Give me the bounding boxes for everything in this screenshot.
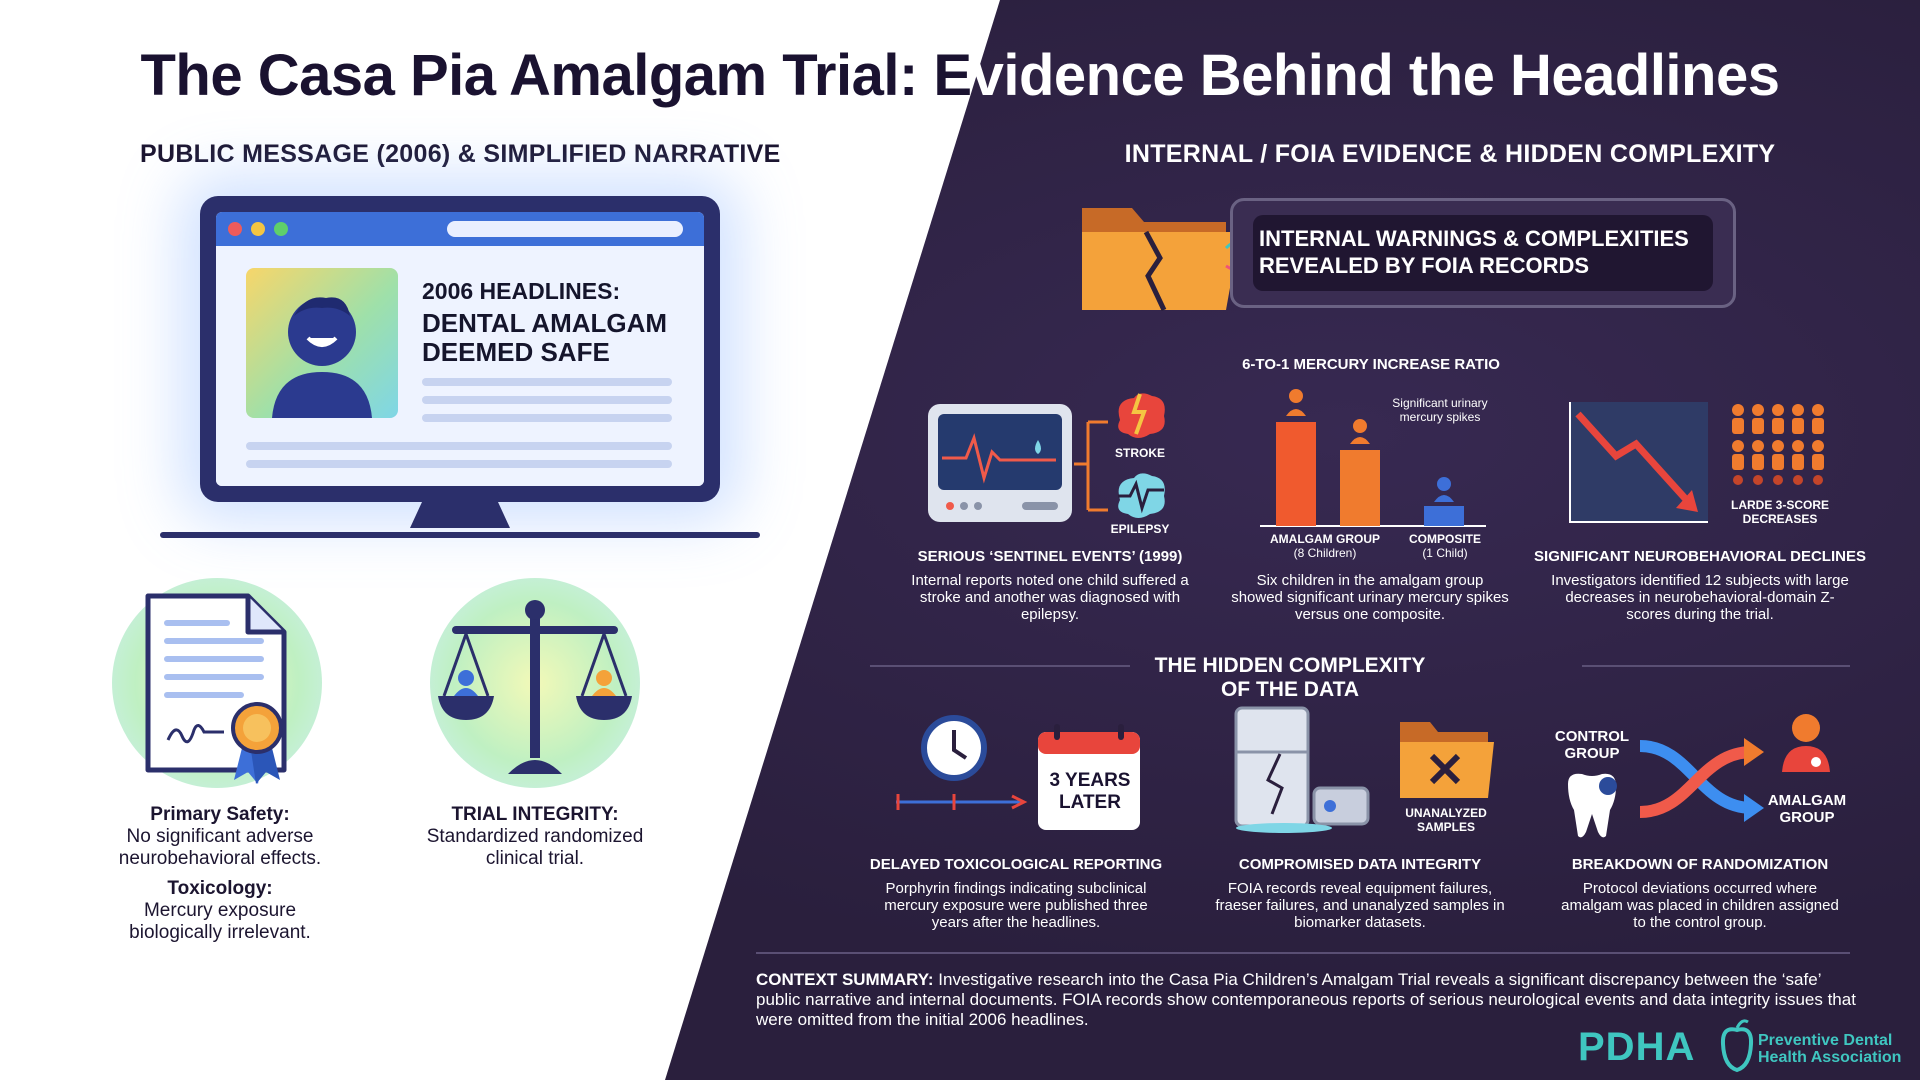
bar-amalgam-2 [1340, 450, 1380, 526]
mercury-bar-comparison [1260, 389, 1486, 527]
delayed-timeline-icon [896, 715, 1140, 830]
card-delayed-text: Porphyrin findings indicating subclinica… [884, 880, 1148, 931]
headline: 2006 HEADLINES: DENTAL AMALGAM DEEMED SA… [422, 278, 682, 367]
hidden-complexity-heading: THE HIDDEN COMPLEXITY OF THE DATA [1154, 654, 1426, 701]
headline-title: DENTAL AMALGAM DEEMED SAFE [422, 308, 668, 367]
summary-text: Investigative research into the Casa Pia… [756, 970, 1856, 1029]
card-sentinel-text: Internal reports noted one child suffere… [911, 572, 1189, 623]
window-maximize-dot [274, 222, 288, 236]
card-randomization-text: Protocol deviations occurred where amalg… [1561, 880, 1839, 931]
summary-label: CONTEXT SUMMARY: [756, 970, 934, 989]
brain-stroke-icon [1118, 393, 1165, 438]
monitor-screen: 2006 HEADLINES: DENTAL AMALGAM DEEMED SA… [216, 212, 704, 486]
monitor-base [160, 532, 760, 538]
card-sentinel-title: SERIOUS ‘SENTINEL EVENTS’ (1999) [917, 548, 1183, 565]
stroke-label: STROKE [1114, 446, 1165, 460]
monitor-illustration: 2006 HEADLINES: DENTAL AMALGAM DEEMED SA… [200, 196, 720, 502]
logo-acronym: PDHA [1578, 1024, 1696, 1069]
tooth-icon [1568, 773, 1617, 838]
pdha-logo: PDHA [1578, 1022, 1695, 1072]
certificate-icon [145, 593, 287, 784]
text-line [246, 442, 672, 450]
broken-folder-icon [1082, 208, 1256, 312]
toxicology-label: Toxicology: [167, 878, 273, 899]
browser-bar [216, 212, 704, 246]
child-avatar-icon [272, 297, 372, 418]
trial-integrity-block: TRIAL INTEGRITY: Standardized randomized… [400, 804, 670, 870]
window-minimize-dot [251, 222, 265, 236]
amalgam-group-label-2: AMALGAM GROUP [1767, 792, 1847, 826]
epilepsy-label: EPILEPSY [1110, 522, 1170, 536]
divider-right [1582, 665, 1850, 667]
text-line [422, 396, 672, 404]
right-section-heading: INTERNAL / FOIA EVIDENCE & HIDDEN COMPLE… [1124, 140, 1776, 168]
card-delayed-title: DELAYED TOXICOLOGICAL REPORTING [869, 856, 1163, 873]
child-patient-icon [1782, 714, 1830, 772]
child-marker [1353, 419, 1367, 433]
toxicology-block: Toxicology: Mercury exposure biologicall… [100, 878, 340, 944]
people-group-icon [1732, 404, 1824, 485]
child-marker [1289, 389, 1303, 403]
bracket-connector [1074, 420, 1108, 512]
address-bar [447, 221, 683, 237]
child-avatar [246, 268, 398, 418]
years-later-label: 3 YEARS LATER [1049, 770, 1131, 813]
primary-safety-label: Primary Safety: [150, 804, 290, 825]
toxicology-text: Mercury exposure biologically irrelevant… [129, 900, 311, 943]
foia-banner: INTERNAL WARNINGS & COMPLEXITIES REVEALE… [1230, 198, 1736, 308]
control-group-label: CONTROL GROUP [1554, 728, 1630, 762]
card-randomization-title: BREAKDOWN OF RANDOMIZATION [1571, 856, 1829, 873]
window-close-dot [228, 222, 242, 236]
amalgam-group-label: AMALGAM GROUP(8 Children) [1270, 532, 1380, 560]
child-marker [1437, 477, 1451, 491]
banner-text: INTERNAL WARNINGS & COMPLEXITIES REVEALE… [1259, 226, 1689, 278]
card-integrity-text: FOIA records reveal equipment failures, … [1215, 880, 1505, 931]
text-line [246, 460, 672, 468]
decreases-label: LARDE 3-SCORE DECREASES [1730, 498, 1829, 526]
text-line [422, 378, 672, 386]
context-summary: CONTEXT SUMMARY: Investigative research … [756, 970, 1856, 1030]
trial-integrity-text: Standardized randomized clinical trial. [426, 826, 644, 869]
spikes-note: Significant urinary mercury spikes [1392, 396, 1488, 424]
primary-safety-text: No significant adverse neurobehavioral e… [118, 826, 322, 869]
unanalyzed-label: UNANALYZED SAMPLES [1405, 806, 1487, 834]
card-decline-text: Investigators identified 12 subjects wit… [1551, 572, 1849, 623]
left-section-heading: PUBLIC MESSAGE (2006) & SIMPLIFIED NARRA… [140, 140, 781, 168]
bar-composite [1424, 506, 1464, 526]
logo-line-1: Preventive Dental [1758, 1032, 1893, 1049]
bar-amalgam [1276, 422, 1316, 526]
ratio-label: 6-TO-1 MERCURY INCREASE RATIO [1242, 356, 1500, 373]
card-decline-title: SIGNIFICANT NEUROBEHAVIORAL DECLINES [1534, 548, 1866, 565]
card-integrity-title: COMPROMISED DATA INTEGRITY [1238, 856, 1482, 873]
headline-label: 2006 HEADLINES: [422, 278, 621, 304]
scales-of-justice-icon [438, 600, 632, 774]
banner-panel [1253, 215, 1713, 291]
page-title: The Casa Pia Amalgam Trial: Evidence Beh… [140, 43, 1780, 108]
apple-tooth-icon [1720, 1019, 1754, 1073]
card-mercury-text: Six children in the amalgam group showed… [1231, 572, 1509, 623]
monitor-stand [410, 502, 510, 528]
trial-integrity-label: TRIAL INTEGRITY: [451, 804, 619, 825]
logo-name: Preventive Dental Health Association [1758, 1032, 1901, 1066]
news-article: 2006 HEADLINES: DENTAL AMALGAM DEEMED SA… [216, 246, 704, 486]
decline-chart-icon [1569, 402, 1708, 523]
text-line [422, 414, 672, 422]
logo-line-2: Health Association [1758, 1049, 1902, 1066]
primary-safety-block: Primary Safety: No significant adverse n… [100, 804, 340, 870]
divider-left [870, 665, 1130, 667]
vital-signs-monitor-icon [928, 404, 1072, 522]
composite-group-label: COMPOSITE(1 Child) [1408, 532, 1481, 560]
brain-epilepsy-icon [1118, 473, 1165, 518]
crossing-arrows-icon [1639, 738, 1764, 822]
rejected-folder-icon [1400, 722, 1494, 798]
summary-divider [756, 952, 1850, 954]
broken-freezer-icon [1234, 706, 1370, 833]
